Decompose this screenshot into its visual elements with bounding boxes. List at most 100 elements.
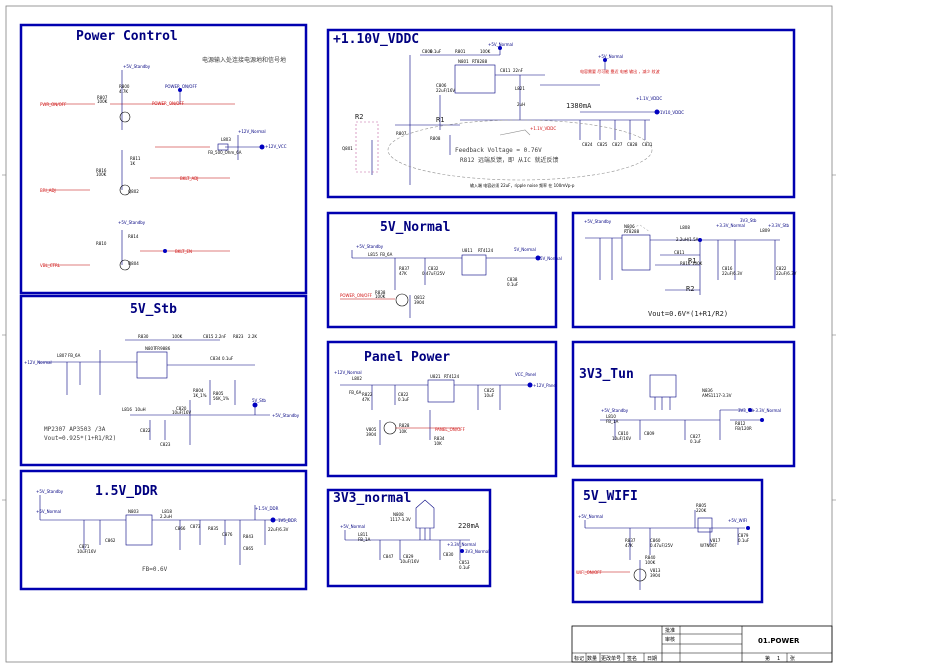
r2-label: R2 [355, 113, 363, 121]
part-ref: U821 [430, 374, 441, 379]
block-title: Panel Power [364, 350, 450, 365]
part-value: 0.1uF [507, 282, 519, 287]
part-ref: N801 [458, 59, 469, 64]
block-vddc: +1.10V_VDDC +5V_Normal +5V_Normal +1 [326, 28, 796, 199]
net-label: +3.3V_Normal [716, 223, 745, 228]
sheet-label: 第 [765, 655, 770, 662]
part-value: 10uH [135, 407, 146, 412]
part-ref: C860 [650, 538, 661, 543]
part-value: 3904 [414, 300, 425, 305]
net-label: 5V_Stb [252, 398, 266, 403]
part-ref: R805 [213, 391, 224, 396]
block-title: 3V3_Tun [579, 367, 634, 382]
part-ref: Q812 [414, 295, 425, 300]
part-value: 0.1uF [459, 565, 471, 570]
net-dot [527, 382, 533, 388]
part-ref: C824 [582, 142, 593, 147]
part-ref: C830 [443, 552, 454, 557]
block-title: 5V_Normal [380, 220, 450, 235]
part-ref: R828 [399, 423, 410, 428]
cn-note: 电源输入处连接电源地和信号地 [202, 56, 286, 64]
part-ref: V817 [710, 538, 721, 543]
part-ref: R807 [97, 95, 108, 100]
block-5v-normal: 5V_Normal +5V_Standby 5V_Normal 5V_Norma… [326, 211, 562, 329]
part-ref: C834 [210, 356, 221, 361]
part-value: 10K [399, 429, 407, 434]
part-ref: 22uF/6.3V [268, 527, 289, 532]
part-ref: C820 [176, 406, 187, 411]
net-dot [270, 517, 276, 523]
block-3v3-normal: 3V3_normal +5V_Normal +3.3V_Normal 3V3_N… [326, 488, 492, 588]
part-value: 56K_1% [213, 396, 229, 401]
part-value: RT4124 [478, 248, 494, 253]
part-value: 1K_1% [193, 393, 207, 398]
net-label: 1V10_VDDC [660, 110, 684, 115]
block-border [326, 28, 796, 199]
tb-label: 更改单号 [601, 655, 621, 662]
part-ref: C832 [428, 266, 439, 271]
part-ref: C825 [484, 388, 495, 393]
block-title: Power Control [76, 29, 178, 44]
tb-approve: 批准 [665, 627, 675, 634]
part-value: 0.1uF [690, 439, 702, 444]
part-value: 1117-3.3V [390, 517, 411, 522]
part-value: FB_6A [349, 390, 362, 395]
net-dot [460, 549, 464, 553]
part-ref: L811 [358, 532, 368, 537]
part-ref: C876 [222, 532, 233, 537]
net-dot [163, 249, 167, 253]
part-ref: C828 [627, 142, 638, 147]
part-ref: L803 [221, 137, 231, 142]
part-value: 47K [625, 543, 633, 548]
block-border [326, 340, 558, 478]
part-ref: R816 [680, 261, 691, 266]
part-value: 0.1uF [430, 49, 442, 54]
part-ref: R800 [119, 84, 130, 89]
part-ref: L809 [760, 228, 770, 233]
net-label: +1.5V_DDR [255, 506, 279, 511]
net-label: +5V_Normal [578, 514, 603, 519]
part-value: 220K [696, 508, 707, 513]
part-ref: R823 [233, 334, 244, 339]
part-ref: C811 [674, 250, 685, 255]
part-ref: C810 [618, 431, 629, 436]
part-ref: C865 [243, 546, 254, 551]
r1-label: R1 [688, 257, 696, 265]
block-panel-power: Panel Power +12V_Normal VCC_Panel +12V_P… [326, 340, 558, 478]
part-ref: C822 [398, 392, 409, 397]
part-value: 100K [375, 294, 386, 299]
part-value: AMS1117-3.3V [702, 393, 732, 398]
net-dot [746, 526, 750, 530]
net-label: +5V_Standby [118, 220, 146, 225]
net-label: +5V_WIFI [728, 518, 747, 523]
part-ref: Q804 [128, 261, 139, 266]
part-ref: C823 [160, 442, 171, 447]
net-dot [498, 46, 502, 50]
block-border [326, 211, 558, 329]
tb-label: 日期 [647, 656, 657, 662]
tb-label: 签名 [627, 655, 637, 662]
input-label: PWR_ON/OFF [40, 102, 67, 107]
net-label: BKLT_ADJ [180, 176, 198, 181]
net-label: +12V_VCC [265, 144, 287, 149]
part-ref: R834 [434, 436, 445, 441]
input-label: BRI_ADJ [40, 188, 56, 193]
block-border [19, 294, 308, 467]
part-ref: Q801 [342, 146, 353, 151]
block-3v3-tun: 3V3_Tun +5V_Standby 3V3_TU +3.3V_Normal … [571, 340, 796, 468]
part-ref: L802 [352, 376, 362, 381]
net-dot [654, 109, 660, 115]
part-ref: R805 [696, 503, 707, 508]
part-ref: R838 [375, 290, 386, 295]
part-ref: C829 [403, 554, 414, 559]
block-border [571, 211, 796, 329]
net-label: +12V_Normal [238, 129, 266, 134]
part-value: 10uF [484, 393, 495, 398]
block-power-control: Power Control 电源输入处连接电源地和信号地 +5V_Standby… [19, 23, 308, 295]
part-value: FB_6A [68, 353, 81, 358]
part-ref: C825 [597, 142, 608, 147]
part-value: 2.2uH/1.5A [676, 237, 699, 242]
net-label: +12V_Normal [334, 370, 362, 375]
part-value: 10uF/16V [77, 549, 96, 554]
